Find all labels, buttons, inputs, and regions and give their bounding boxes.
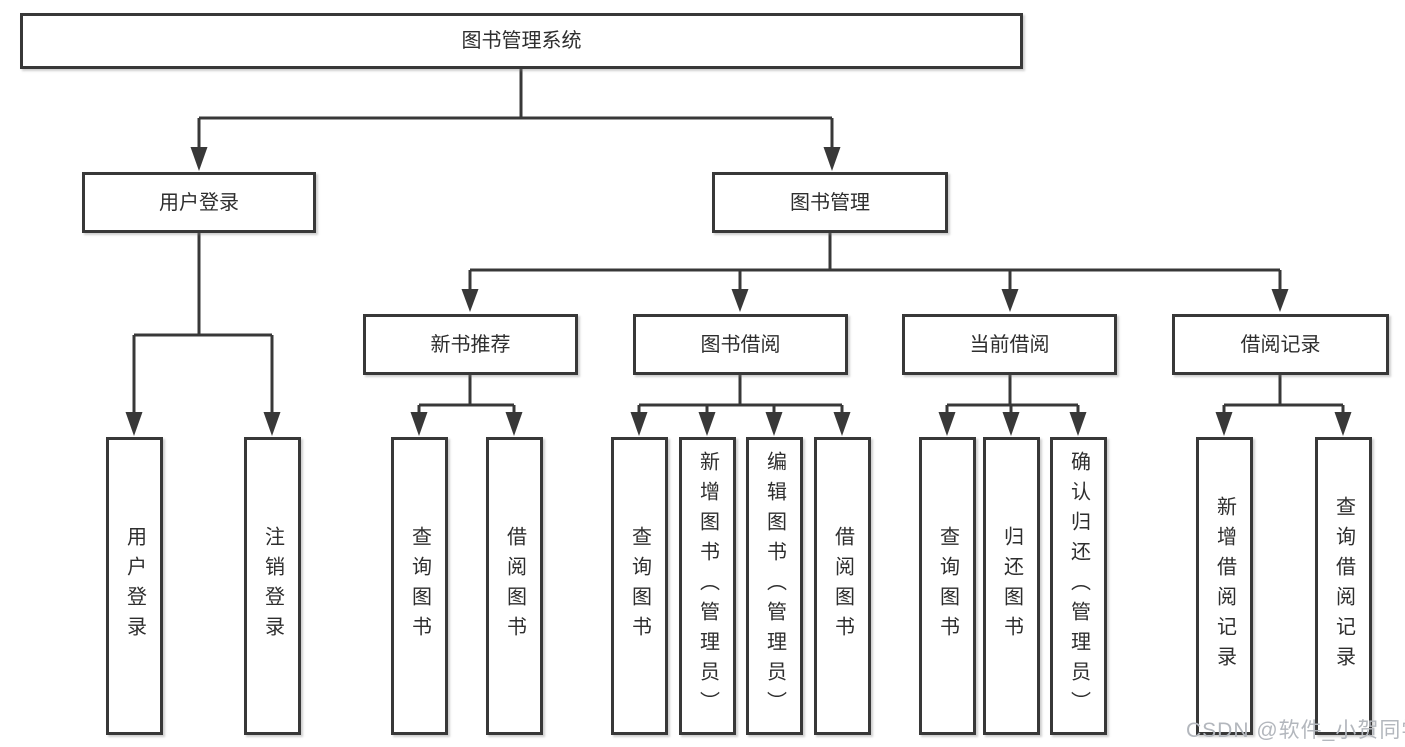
leaf-query-books-current: 查询图书	[919, 437, 976, 735]
node-book-management: 图书管理	[712, 172, 948, 233]
leaf-add-books-admin-label: 新增图书（管理员）	[696, 451, 719, 721]
node-new-book-recommend: 新书推荐	[363, 314, 578, 375]
leaf-query-books-borrow: 查询图书	[611, 437, 668, 735]
leaf-borrow-books: 借阅图书	[814, 437, 871, 735]
node-current-borrow: 当前借阅	[902, 314, 1117, 375]
leaf-return-books: 归还图书	[983, 437, 1040, 735]
leaf-confirm-return-admin-label: 确认归还（管理员）	[1067, 451, 1090, 721]
leaf-add-borrow-record-label: 新增借阅记录	[1213, 496, 1236, 676]
node-book-borrow-label: 图书借阅	[700, 333, 781, 356]
leaf-query-books-recommend: 查询图书	[391, 437, 448, 735]
node-root-system: 图书管理系统	[20, 13, 1023, 69]
leaf-add-borrow-record: 新增借阅记录	[1196, 437, 1253, 735]
leaf-return-books-label: 归还图书	[1000, 526, 1023, 646]
leaf-edit-books-admin-label: 编辑图书（管理员）	[763, 451, 786, 721]
node-user-login: 用户登录	[82, 172, 316, 233]
leaf-user-login: 用户登录	[106, 437, 163, 735]
leaf-query-books-borrow-label: 查询图书	[628, 526, 651, 646]
leaf-query-books-recommend-label: 查询图书	[408, 526, 431, 646]
leaf-confirm-return-admin: 确认归还（管理员）	[1050, 437, 1107, 735]
node-current-borrow-label: 当前借阅	[969, 333, 1050, 356]
arrowhead-icons	[125, 147, 1352, 436]
node-root-system-label: 图书管理系统	[461, 30, 582, 52]
leaf-query-borrow-record: 查询借阅记录	[1315, 437, 1372, 735]
node-new-book-recommend-label: 新书推荐	[430, 333, 511, 356]
leaf-query-borrow-record-label: 查询借阅记录	[1332, 496, 1355, 676]
node-user-login-label: 用户登录	[159, 191, 239, 214]
csdn-watermark: CSDN @软件_小贺同学	[1186, 719, 1405, 742]
leaf-logout-label: 注销登录	[261, 526, 284, 646]
leaf-add-books-admin: 新增图书（管理员）	[679, 437, 736, 735]
node-book-management-label: 图书管理	[790, 191, 870, 214]
leaf-query-books-current-label: 查询图书	[936, 526, 959, 646]
leaf-logout: 注销登录	[244, 437, 301, 735]
leaf-edit-books-admin: 编辑图书（管理员）	[746, 437, 803, 735]
leaf-user-login-label: 用户登录	[123, 526, 146, 646]
leaf-borrow-books-recommend: 借阅图书	[486, 437, 543, 735]
leaf-borrow-books-label: 借阅图书	[831, 526, 854, 646]
node-borrow-records-label: 借阅记录	[1240, 333, 1321, 356]
node-borrow-records: 借阅记录	[1172, 314, 1389, 375]
node-book-borrow: 图书借阅	[633, 314, 848, 375]
leaf-borrow-books-recommend-label: 借阅图书	[503, 526, 526, 646]
